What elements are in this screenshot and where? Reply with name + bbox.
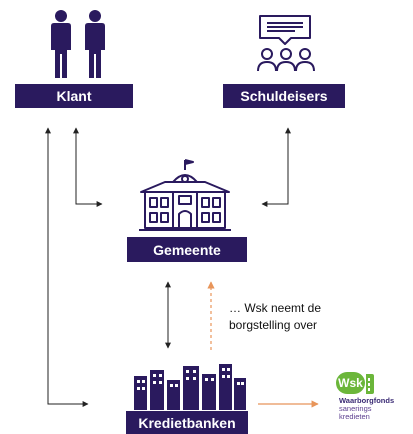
node-kredietbanken: Kredietbanken — [126, 411, 248, 434]
arrow-schuldeisers-gemeente — [261, 127, 291, 207]
borgstelling-note: … Wsk neemt de borgstelling over — [229, 300, 321, 334]
arrow-klant-gemeente — [73, 127, 103, 207]
wsk-logo-name: Waarborgfonds — [339, 396, 395, 405]
audience-speech-icon — [257, 15, 315, 72]
node-klant-label: Klant — [56, 88, 92, 104]
people-icon — [51, 10, 105, 78]
wsk-logo-sub1: sanerings — [339, 404, 372, 413]
borgstelling-note-line1: … Wsk neemt de — [229, 301, 322, 315]
node-gemeente-label: Gemeente — [153, 241, 221, 258]
borgstelling-note-line2: borgstelling over — [229, 318, 318, 332]
node-klant: Klant — [15, 84, 133, 108]
wsk-logo-badge: Wsk — [336, 372, 365, 394]
wsk-logo-mark-icon — [366, 374, 374, 394]
wsk-logo-sub2: kredieten — [339, 412, 370, 421]
node-schuldeisers: Schuldeisers — [223, 84, 345, 108]
wsk-logo-text: Waarborgfonds sanerings kredieten — [339, 397, 394, 421]
node-kredietbanken-label: Kredietbanken — [138, 414, 236, 431]
town-hall-icon — [139, 159, 231, 231]
city-buildings-icon — [134, 364, 246, 410]
node-gemeente: Gemeente — [127, 237, 247, 262]
arrow-klant-kredietbanken — [45, 127, 89, 407]
node-schuldeisers-label: Schuldeisers — [240, 88, 328, 104]
